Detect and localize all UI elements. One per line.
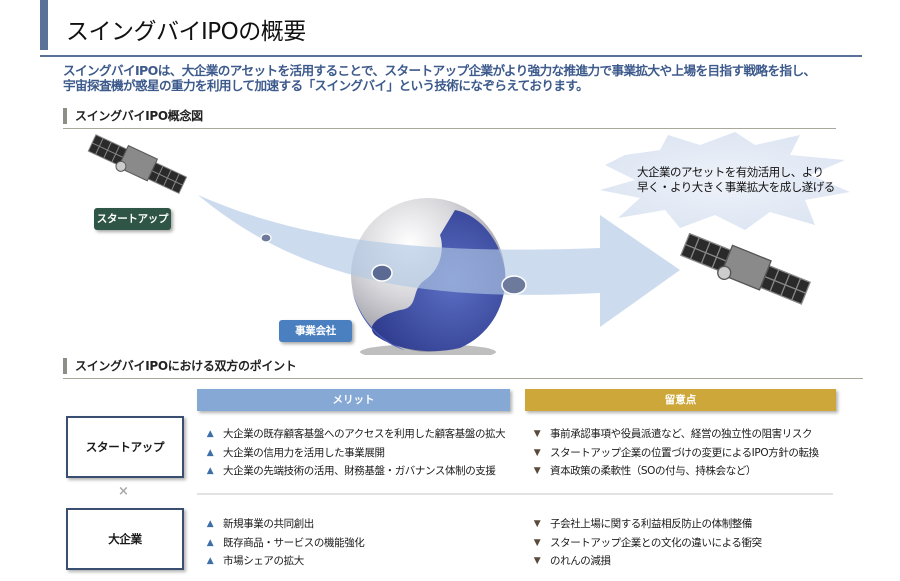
list-item: ▼ スタートアップ企業との文化の違いによる衝突 <box>530 534 762 553</box>
list-item-text: 大企業の既存顧客基盤へのアクセスを利用した顧客基盤の拡大 <box>223 428 506 440</box>
company-merits-list: ▲ 新規事業の共同創出 ▲ 既存商品・サービスの機能強化 ▲ 市場シェアの拡大 <box>203 515 365 571</box>
list-item-text: のれんの減損 <box>550 555 611 567</box>
points-divider <box>63 378 863 379</box>
triangle-up-icon: ▲ <box>206 429 214 439</box>
list-item: ▼ スタートアップ企業の位置づけの変更によるIPO方針の転換 <box>530 444 819 463</box>
list-item-text: 事前承認事項や役員派遣など、経営の独立性の阻害リスク <box>550 428 813 440</box>
list-item: ▲ 大企業の信用力を活用した事業展開 <box>203 444 505 463</box>
burst-text: 大企業のアセットを有効活用し、より 早く・より大きく事業拡大を成し遂げる <box>637 165 835 195</box>
burst-line-2: 早く・より大きく事業拡大を成し遂げる <box>637 180 835 194</box>
row-divider <box>197 493 833 495</box>
startup-merits-list: ▲ 大企業の既存顧客基盤へのアクセスを利用した顧客基盤の拡大 ▲ 大企業の信用力を活… <box>203 425 506 481</box>
burst-icon <box>600 132 850 230</box>
triangle-down-icon: ▼ <box>533 556 541 566</box>
intro-text: スイングバイIPOは、大企業のアセットを活用することで、スタートアップ企業がより… <box>63 63 883 93</box>
caution-header: 留意点 <box>525 389 836 411</box>
merit-header: メリット <box>197 389 510 411</box>
burst-line-1: 大企業のアセットを有効活用し、より <box>637 165 824 179</box>
list-item-text: 資本政策の柔軟性（SOの付与、持株会など） <box>550 465 757 477</box>
startup-cautions-list: ▼ 事前承認事項や役員派遣など、経営の独立性の阻害リスク ▼ スタートアップ企業の位… <box>530 425 819 481</box>
swingby-arrow-icon <box>198 195 680 327</box>
list-item-text: 大企業の先端技術の活用、財務基盤・ガバナンス体制の支援 <box>223 465 496 477</box>
list-item: ▲ 大企業の既存顧客基盤へのアクセスを利用した顧客基盤の拡大 <box>203 425 506 444</box>
times-icon: × <box>118 484 129 499</box>
list-item-text: 子会社上場に関する利益相反防止の体制整備 <box>550 518 752 530</box>
intro-line-1: スイングバイIPOは、大企業のアセットを活用することで、スタートアップ企業がより… <box>63 63 816 78</box>
company-cautions-list: ▼ 子会社上場に関する利益相反防止の体制整備 ▼ スタートアップ企業との文化の違いに… <box>530 515 762 571</box>
list-item-text: 既存商品・サービスの機能強化 <box>223 536 365 549</box>
triangle-up-icon: ▲ <box>206 466 214 476</box>
triangle-up-icon: ▲ <box>206 537 214 548</box>
list-item-text: 大企業の信用力を活用した事業展開 <box>223 446 385 459</box>
triangle-up-icon: ▲ <box>206 519 214 529</box>
list-item-text: 市場シェアの拡大 <box>223 555 304 567</box>
title-divider <box>40 55 862 57</box>
triangle-down-icon: ▼ <box>533 519 541 529</box>
triangle-down-icon: ▼ <box>533 537 541 548</box>
list-item: ▼ 子会社上場に関する利益相反防止の体制整備 <box>530 515 762 534</box>
startup-tag: スタートアップ <box>94 208 171 230</box>
list-item: ▲ 大企業の先端技術の活用、財務基盤・ガバナンス体制の支援 <box>203 462 505 481</box>
triangle-down-icon: ▼ <box>533 429 541 439</box>
page-title: スイングバイIPOの概要 <box>66 19 306 45</box>
title-accent-bar <box>40 0 48 50</box>
triangle-down-icon: ▼ <box>533 447 541 458</box>
list-item: ▲ 市場シェアの拡大 <box>203 552 364 571</box>
concept-diagram: スタートアップ 事業会社 大企業のアセットを有効活用し、より 早く・より大きく事… <box>0 130 900 355</box>
list-item: ▲ 既存商品・サービスの機能強化 <box>203 534 365 553</box>
concept-divider <box>63 128 836 129</box>
intro-line-2: 宇宙探査機が惑星の重力を利用して加速する「スイングバイ」という技術になぞらえてお… <box>63 78 589 93</box>
satellite-icon <box>679 232 811 305</box>
list-item: ▼ 事前承認事項や役員派遣など、経営の独立性の阻害リスク <box>530 425 819 444</box>
party-large-company: 大企業 <box>66 508 184 570</box>
list-item-text: 新規事業の共同創出 <box>223 518 314 530</box>
list-item: ▼ 資本政策の柔軟性（SOの付与、持株会など） <box>530 462 819 481</box>
party-startup: スタートアップ <box>66 416 184 478</box>
list-item-text: スタートアップ企業との文化の違いによる衝突 <box>550 536 762 549</box>
triangle-down-icon: ▼ <box>533 466 541 476</box>
list-item: ▼ のれんの減損 <box>530 552 762 571</box>
points-heading: スイングバイIPOにおける双方のポイント <box>63 358 297 374</box>
orbit-dot-icon <box>501 275 527 295</box>
triangle-up-icon: ▲ <box>206 447 214 458</box>
list-item: ▲ 新規事業の共同創出 <box>203 515 364 534</box>
satellite-icon <box>87 134 188 195</box>
triangle-up-icon: ▲ <box>206 556 214 566</box>
orbit-dot-icon <box>371 264 393 282</box>
orbit-dot-icon <box>260 233 272 243</box>
list-item-text: スタートアップ企業の位置づけの変更によるIPO方針の転換 <box>550 446 819 459</box>
company-tag: 事業会社 <box>279 320 352 342</box>
concept-heading: スイングバイIPO概念図 <box>63 108 203 124</box>
diagram-graphics <box>87 132 850 355</box>
